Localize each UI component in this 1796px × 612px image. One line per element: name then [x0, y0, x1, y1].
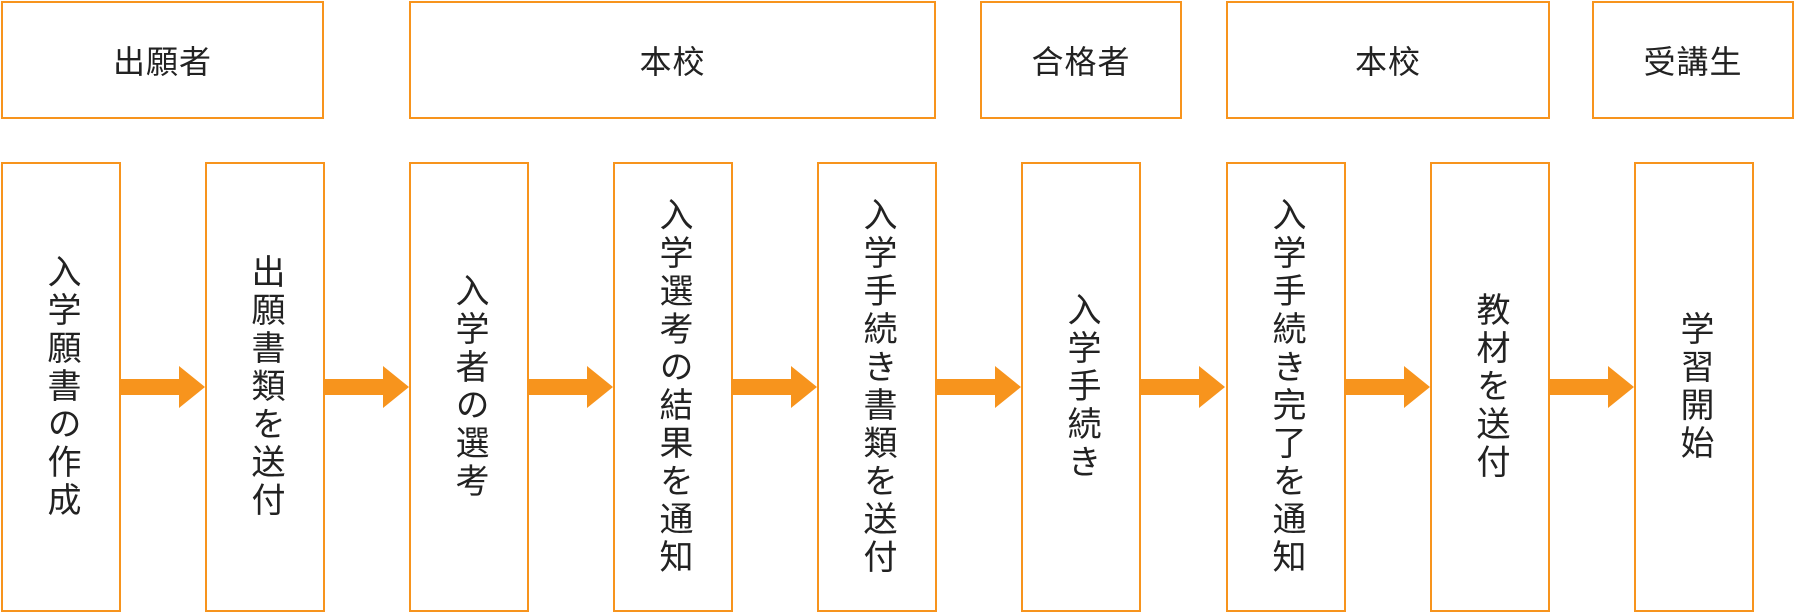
- flow-arrow-icon: [1141, 366, 1225, 408]
- step-send-application-documents: 出願書類を送付: [205, 162, 325, 612]
- actor-label: 本校: [639, 43, 706, 81]
- step-label: 入学手続き: [1061, 292, 1101, 482]
- step-label: 学習開始: [1674, 311, 1714, 463]
- step-label: 教材を送付: [1470, 292, 1510, 482]
- actor-school: 本校: [409, 1, 936, 119]
- flow-arrow-icon: [529, 366, 613, 408]
- step-start-learning: 学習開始: [1634, 162, 1754, 612]
- actor-school: 本校: [1226, 1, 1550, 119]
- flow-arrow-icon: [733, 366, 817, 408]
- flow-arrow-icon: [121, 366, 205, 408]
- step-enrollment-procedure: 入学手続き: [1021, 162, 1141, 612]
- step-send-enrollment-documents: 入学手続き書類を送付: [817, 162, 937, 612]
- step-label: 入学願書の作成: [41, 254, 81, 520]
- step-label: 入学者の選考: [449, 273, 489, 501]
- step-notify-enrollment-complete: 入学手続き完了を通知: [1226, 162, 1346, 612]
- flow-arrow-icon: [1346, 366, 1430, 408]
- actor-label: 受講生: [1643, 43, 1743, 81]
- step-notify-result: 入学選考の結果を通知: [613, 162, 733, 612]
- step-label: 出願書類を送付: [245, 254, 285, 520]
- actor-applicant: 出願者: [1, 1, 324, 119]
- step-selection: 入学者の選考: [409, 162, 529, 612]
- actor-accepted-applicant: 合格者: [980, 1, 1182, 119]
- step-label: 入学選考の結果を通知: [653, 197, 693, 577]
- step-label: 入学手続き書類を送付: [857, 197, 897, 577]
- actor-label: 出願者: [112, 43, 212, 81]
- flow-arrow-icon: [1550, 366, 1634, 408]
- step-label: 入学手続き完了を通知: [1266, 197, 1306, 577]
- actor-label: 合格者: [1031, 43, 1131, 81]
- step-send-materials: 教材を送付: [1430, 162, 1550, 612]
- step-create-application: 入学願書の作成: [1, 162, 121, 612]
- flow-arrow-icon: [325, 366, 409, 408]
- actor-student: 受講生: [1592, 1, 1794, 119]
- flow-arrow-icon: [937, 366, 1021, 408]
- actor-label: 本校: [1354, 43, 1421, 81]
